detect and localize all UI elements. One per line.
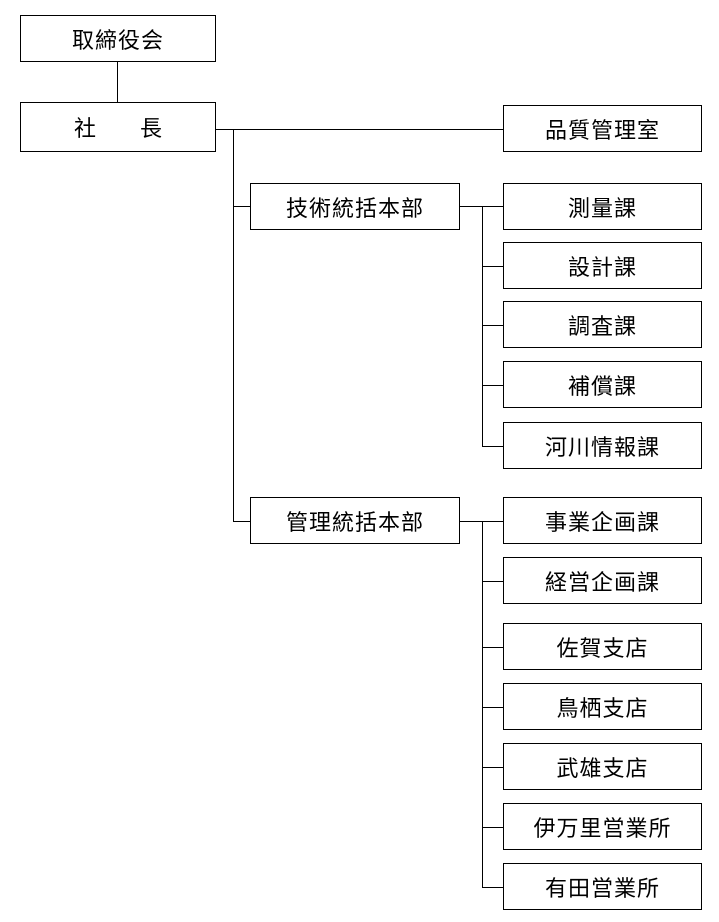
connector-admin-branch	[460, 521, 503, 522]
quality-office-box: 品質管理室	[503, 105, 702, 152]
admin-unit-box: 経営企画課	[503, 557, 702, 604]
president-box: 社長	[20, 102, 216, 152]
connector-trunk-admin	[233, 521, 250, 522]
tech-unit-box: 補償課	[503, 361, 702, 408]
connector-admin-unit	[482, 767, 503, 768]
connector-admin-unit	[482, 707, 503, 708]
admin-unit-box: 佐賀支店	[503, 623, 702, 670]
connector-tech-unit	[482, 446, 503, 447]
tech-unit-box: 設計課	[503, 242, 702, 289]
board-box: 取締役会	[20, 15, 216, 62]
tech-unit-box: 河川情報課	[503, 422, 702, 469]
connector-trunk-tech	[233, 206, 250, 207]
admin-division-box: 管理統括本部	[250, 497, 460, 544]
connector-trunk-main	[233, 129, 234, 522]
connector-admin-unit	[482, 827, 503, 828]
connector-admin-trunk	[482, 521, 483, 888]
admin-unit-box: 伊万里営業所	[503, 803, 702, 850]
connector-tech-unit	[482, 266, 503, 267]
admin-unit-box: 事業企画課	[503, 497, 702, 544]
connector-admin-unit	[482, 887, 503, 888]
tech-unit-box: 測量課	[503, 183, 702, 230]
admin-unit-box: 鳥栖支店	[503, 683, 702, 730]
connector-tech-trunk	[482, 206, 483, 447]
admin-unit-box: 武雄支店	[503, 743, 702, 790]
connector-tech-branch	[460, 206, 503, 207]
tech-unit-box: 調査課	[503, 301, 702, 348]
admin-unit-box: 有田営業所	[503, 863, 702, 910]
connector-president-quality	[216, 129, 503, 130]
connector-admin-unit	[482, 647, 503, 648]
connector-tech-unit	[482, 325, 503, 326]
connector-tech-unit	[482, 385, 503, 386]
connector-board-president	[117, 62, 118, 102]
tech-division-box: 技術統括本部	[250, 183, 460, 230]
connector-admin-unit	[482, 581, 503, 582]
